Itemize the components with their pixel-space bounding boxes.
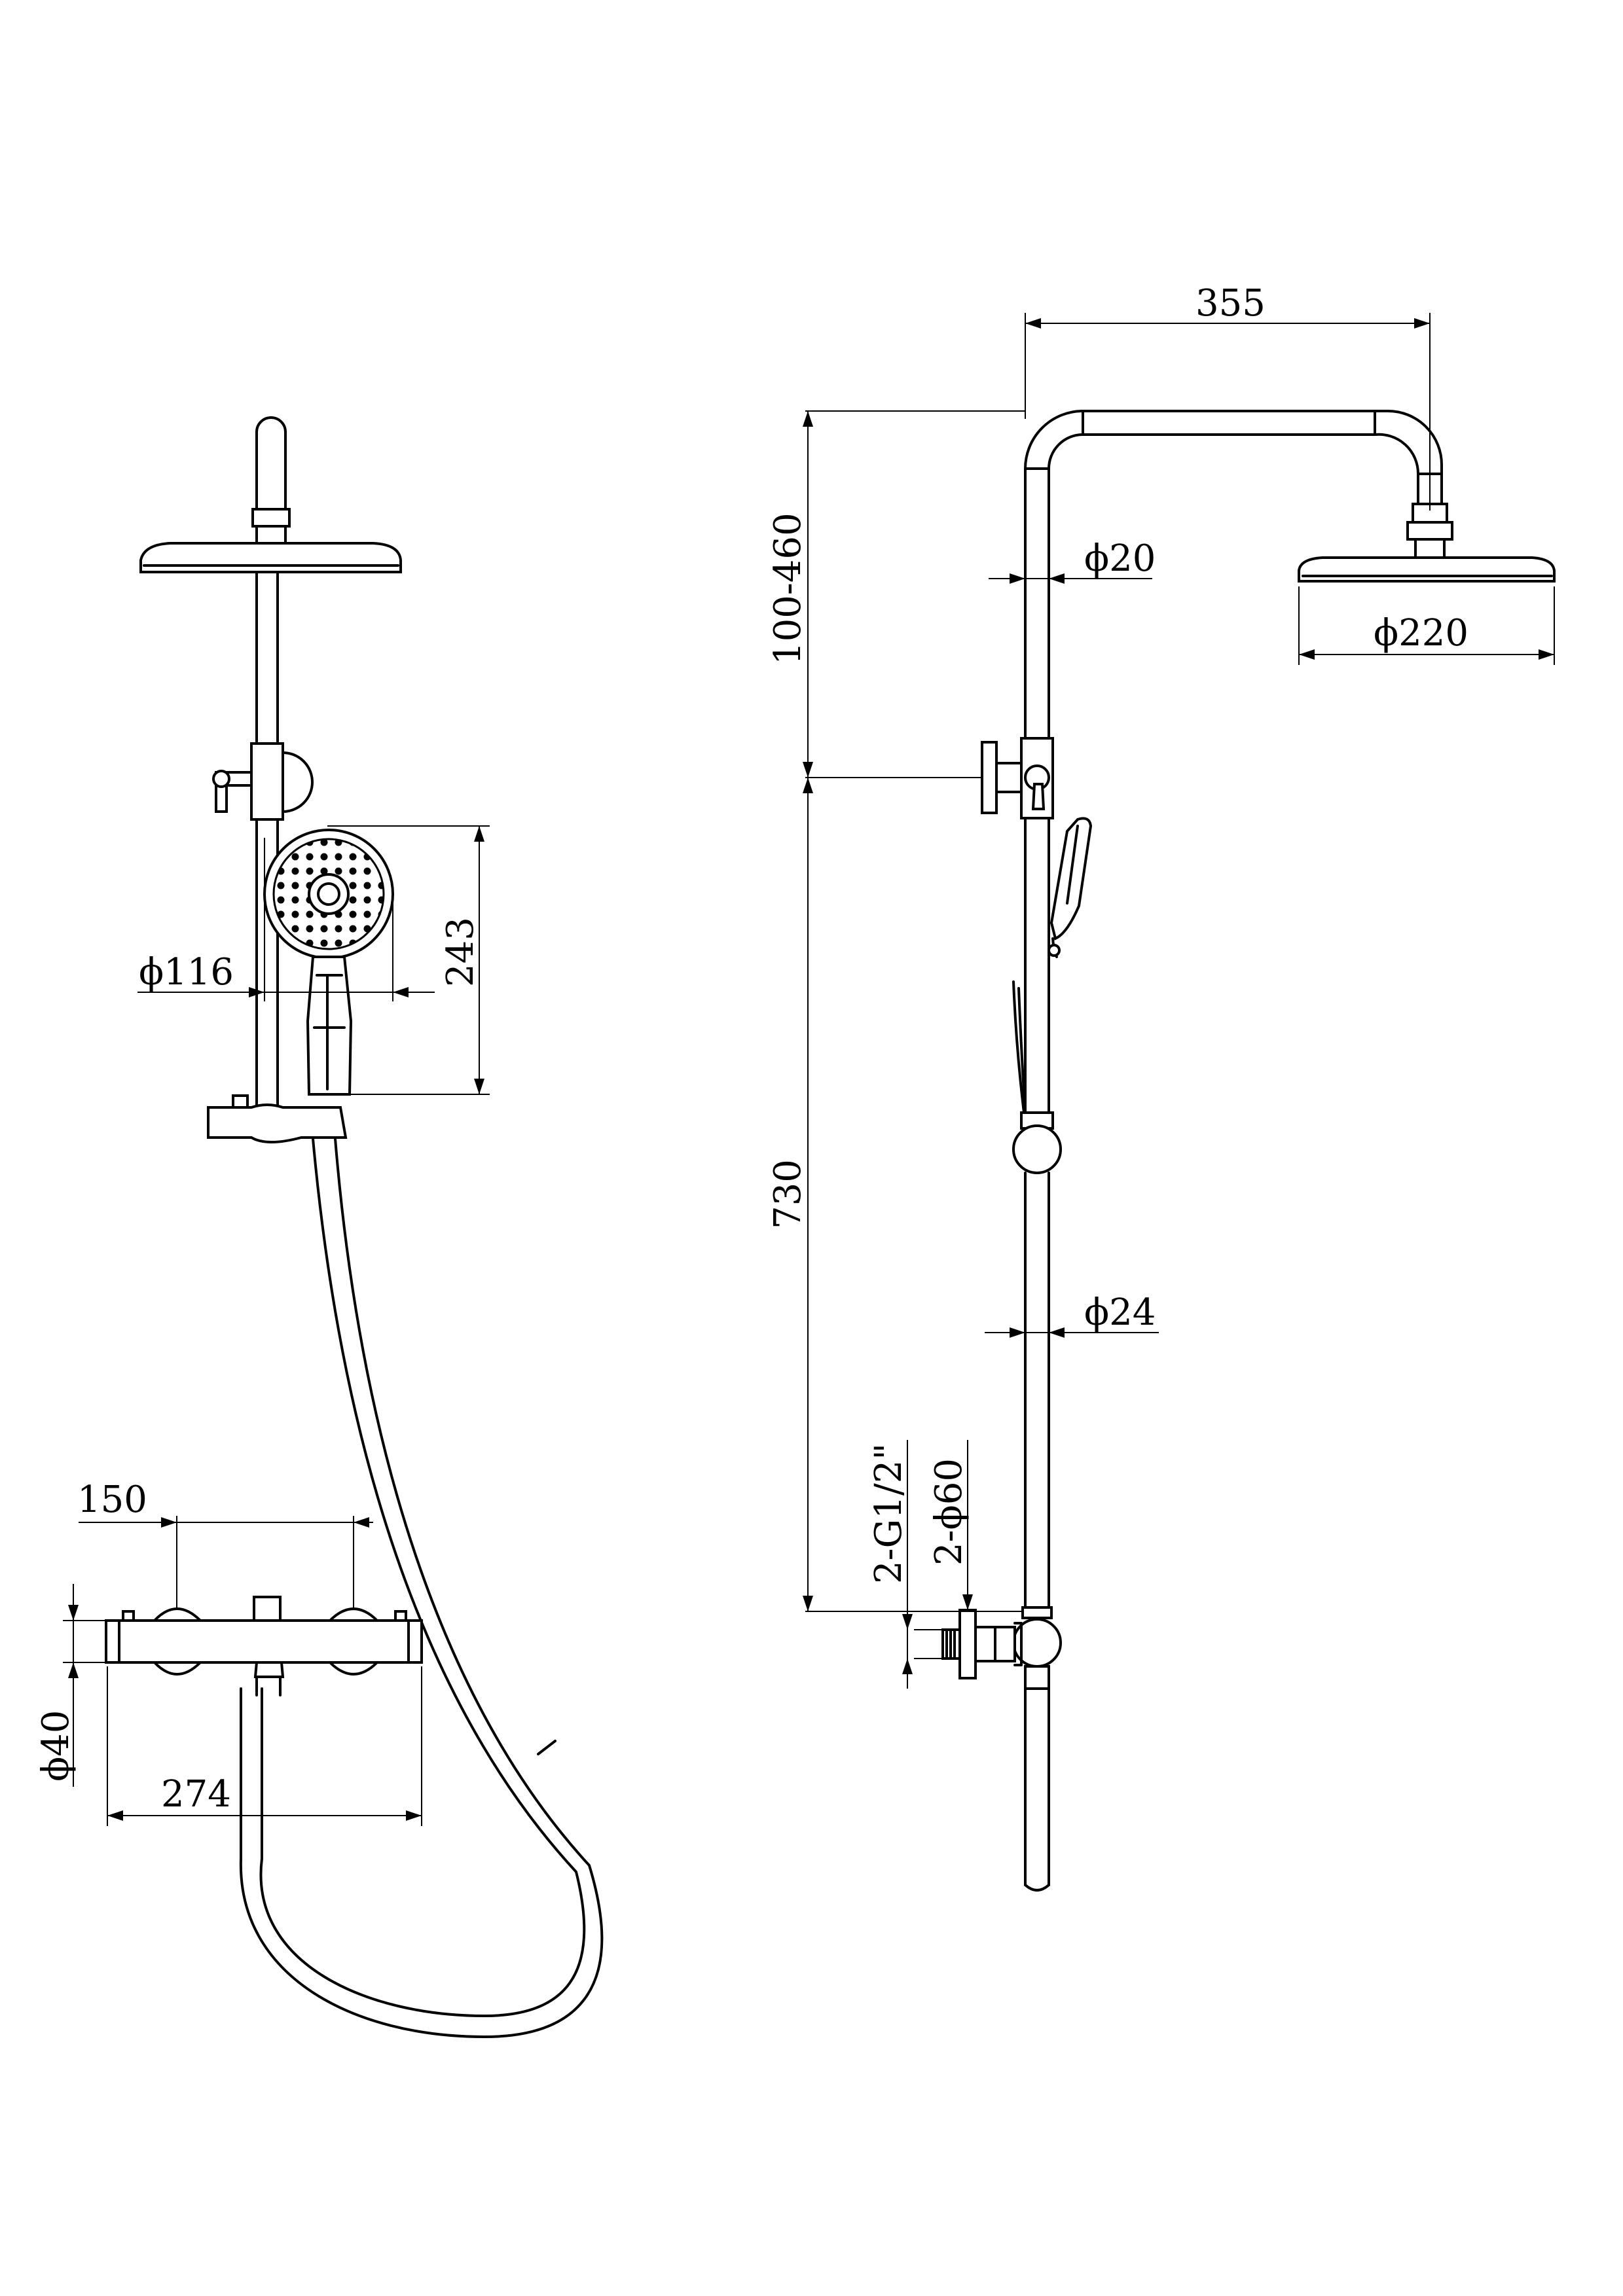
head-connector xyxy=(255,525,287,546)
slide-bracket xyxy=(207,1103,348,1143)
hose xyxy=(259,1138,586,2017)
inlet-thread-label: 2-G1/2" xyxy=(867,1443,910,1584)
escutcheon xyxy=(958,1609,977,1679)
shower-arm-outer xyxy=(1024,410,1443,740)
height-adjustment-label: 100-460 xyxy=(767,512,809,665)
lower-height-label: 730 xyxy=(767,1159,809,1229)
upper-pipe-diameter-label: ϕ20 xyxy=(1084,537,1156,580)
riser-top-cap xyxy=(255,416,287,512)
inlet-spacing-label: 150 xyxy=(77,1479,147,1521)
head-nut xyxy=(251,508,291,528)
thermostatic-valve-body xyxy=(105,1619,423,1664)
slider-knob-side xyxy=(1012,1124,1062,1174)
body-width-label: 274 xyxy=(161,1773,231,1816)
body-diameter-label: ϕ40 xyxy=(35,1710,77,1782)
arm-projection-label: 355 xyxy=(1195,282,1266,325)
head-diameter-label: ϕ220 xyxy=(1374,612,1468,655)
handshower-diameter-label: ϕ116 xyxy=(139,951,234,994)
overhead-shower-head-side xyxy=(1298,556,1556,583)
shower-arm-inner xyxy=(1048,433,1420,740)
escutcheon-diameter-label: 2-ϕ60 xyxy=(928,1458,970,1566)
handshower-length-label: 243 xyxy=(439,917,482,987)
front-view-dimensions: ϕ116 243 150 ϕ40 274 xyxy=(35,825,490,1826)
side-view xyxy=(941,410,1556,1892)
overhead-shower-head xyxy=(139,542,402,573)
lower-pipe-diameter-label: ϕ24 xyxy=(1084,1291,1156,1334)
hand-shower-handle xyxy=(306,956,353,1096)
diverter-joint xyxy=(250,742,284,821)
side-view-dimensions: 355 100-460 ϕ20 ϕ220 730 ϕ24 xyxy=(767,282,1555,1689)
front-view xyxy=(105,416,604,2038)
